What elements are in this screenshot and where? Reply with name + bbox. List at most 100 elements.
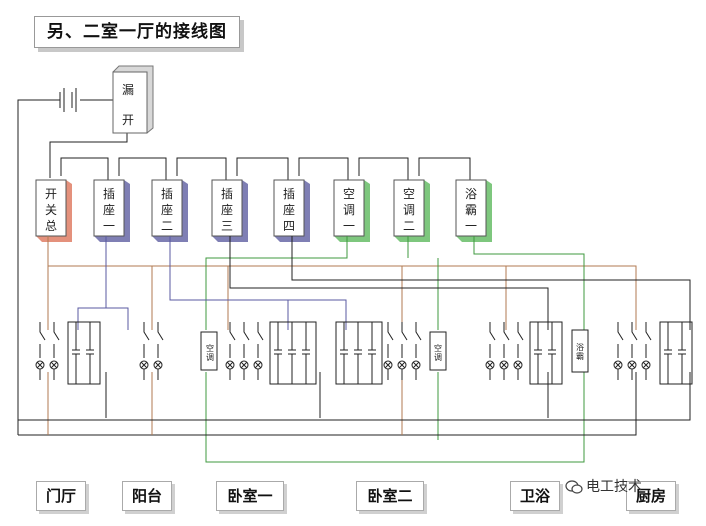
breaker-bus [60,157,471,180]
breaker-label-socket2: 插座二 [152,186,182,234]
switch-contact [143,322,150,358]
circuit-wire [288,299,347,330]
circuit-wire [169,236,289,330]
breaker-socket4 [273,179,305,237]
watermark: 电工技术 [586,479,642,495]
breaker-main [35,179,67,237]
breaker-label-char: 四 [282,219,295,233]
breaker-label-char: 调 [402,203,415,217]
socket-loop [67,321,101,385]
circuit-wire [106,307,129,330]
chat-bubble-icon [565,480,583,494]
socket-outlet [302,322,310,384]
socket-outlet [274,322,282,384]
circuit-wire [47,236,637,330]
switch-contact [257,322,264,358]
switch-contact [517,322,524,358]
switch-contact [39,322,46,358]
room-label-kitchen: 厨房 [626,481,676,511]
circuit-wire [205,372,585,463]
lamp-cross [240,361,248,369]
switch-contact [415,322,422,358]
breaker-group [35,179,492,242]
room-label-bedroom1: 卧室一 [216,481,284,511]
ac-bedroom1-box [200,331,218,371]
bath-heater-label: 浴霸 [576,343,584,361]
circuit-wire [291,236,691,330]
socket-outlet [368,322,376,384]
breaker-label-char: 一 [342,219,355,233]
lamp-cross [398,361,406,369]
breaker-socket3 [211,179,243,237]
page-title: 另、二室一厅的接线图 [34,16,240,48]
breaker-label-char: 二 [402,219,415,233]
breaker-label-main: 开关总 [36,186,66,234]
breaker-label-bath_heater: 浴霸一 [456,186,486,234]
socket-outlet [534,322,542,384]
breaker-label-char: 浴 [464,187,477,201]
switch-contact [401,322,408,358]
switch-contact [157,322,164,358]
switch-contact [631,322,638,358]
circuit-wiring [18,236,691,463]
breaker-label-socket3: 插座三 [212,186,242,234]
switch-contact [617,322,624,358]
socket-loop [659,321,693,385]
leakage-breaker-label-bottom: 开 [121,113,134,127]
breaker-label-char: 调 [342,203,355,217]
breaker-label-char: 座 [102,203,115,217]
room-label-bathroom: 卫浴 [510,481,560,511]
breaker-label-char: 座 [220,203,233,217]
breaker-label-char: 开 [44,187,57,201]
breaker-label-char: 二 [160,219,173,233]
breaker-label-char: 霸 [464,203,477,217]
circuit-wire [18,372,637,436]
socket-outlet [354,322,362,384]
socket-outlet [340,322,348,384]
lamp-cross [614,361,622,369]
breaker-label-char: 插 [102,187,115,201]
breaker-label-char: 空 [342,187,355,201]
lamp-cross [50,361,58,369]
circuit-wire [473,236,585,330]
circuit-wire [18,372,691,421]
ac-bedroom2-box [429,331,447,371]
circuit-wire [77,236,107,330]
lamp-cross [514,361,522,369]
socket-loop [529,321,563,385]
breaker-label-socket1: 插座一 [94,186,124,234]
lamp-cross [500,361,508,369]
bath-heater-box [571,329,589,373]
lamp-cross [36,361,44,369]
socket-loop [335,321,383,385]
lamp-cross [384,361,392,369]
lamp-cross [628,361,636,369]
lamp-cross [226,361,234,369]
switch-contact [489,322,496,358]
switch-contact [645,322,652,358]
ac-bedroom1-label: 空调 [206,344,214,362]
switch-contact [503,322,510,358]
switch-contact [243,322,250,358]
socket-outlet [288,322,296,384]
circuit-wire [229,236,549,330]
circuit-wire [205,236,348,330]
lamp-cross [254,361,262,369]
room-label-hall: 门厅 [36,481,86,511]
ac-bedroom2-label: 空调 [434,344,442,362]
breaker-label-char: 座 [282,203,295,217]
breaker-label-char: 三 [220,219,233,233]
lamp-cross [486,361,494,369]
switch-group [35,321,693,385]
leakage-breaker-label-top: 漏 [121,83,134,97]
lamp-cross [642,361,650,369]
breaker-label-socket4: 插座四 [274,186,304,234]
switch-contact [229,322,236,358]
lamp-cross [412,361,420,369]
lamp-cross [154,361,162,369]
socket-outlet [548,322,556,384]
breaker-label-char: 一 [464,219,477,233]
switch-contact [387,322,394,358]
socket-outlet [72,322,80,384]
